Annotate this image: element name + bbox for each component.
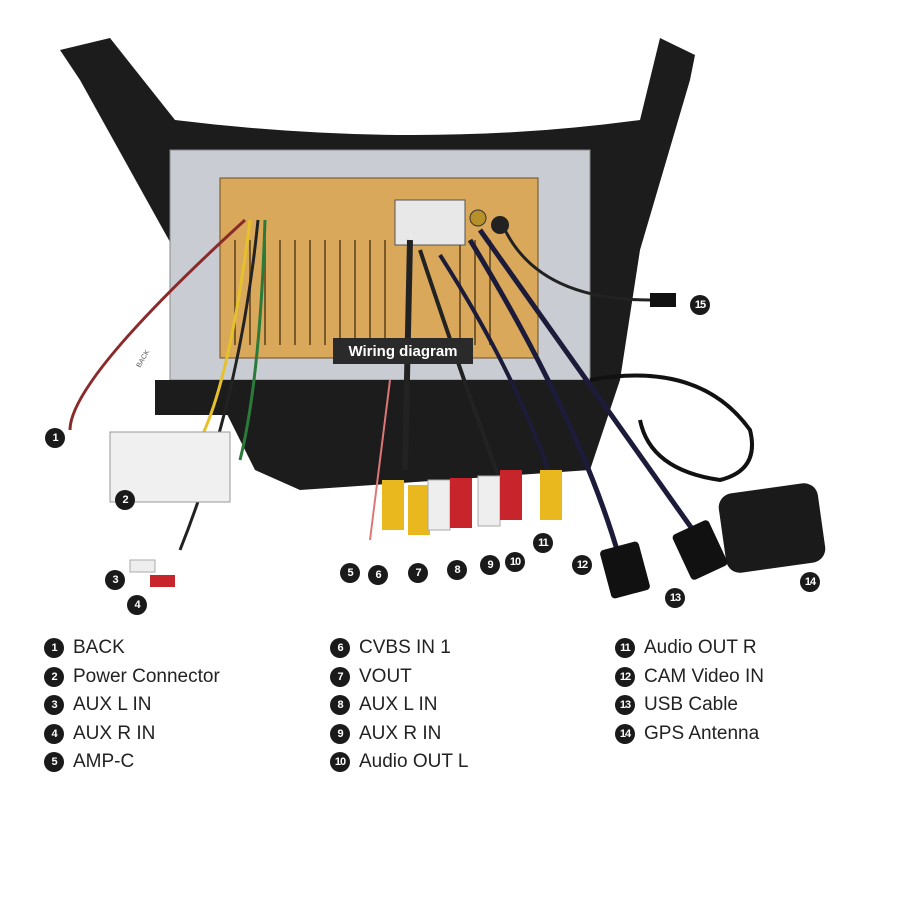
legend-label: Audio OUT R — [644, 637, 757, 659]
legend-item: 2 Power Connector — [44, 663, 220, 692]
legend-item: 4 AUX R IN — [44, 720, 220, 749]
multi-connector — [394, 199, 466, 246]
legend-number: 1 — [44, 638, 64, 659]
legend-number: 5 — [44, 752, 64, 773]
legend-label: Power Connector — [73, 665, 220, 687]
callout-marker: 6 — [368, 565, 388, 585]
legend-item: 12 CAM Video IN — [615, 663, 764, 692]
legend-item: 11 Audio OUT R — [615, 634, 764, 663]
legend-number: 9 — [330, 723, 350, 744]
legend-label: AUX R IN — [359, 722, 442, 744]
wiring-diagram-label: Wiring diagram — [333, 338, 473, 364]
head-unit-illustration: BACK — [60, 38, 826, 599]
callout-marker: 9 — [480, 555, 500, 575]
legend-number: 6 — [330, 638, 350, 659]
callout-marker: 7 — [408, 563, 428, 583]
callout-marker: 10 — [505, 552, 525, 572]
callout-marker: 1 — [45, 428, 65, 448]
legend-label: Audio OUT L — [359, 751, 469, 773]
connector-tag: BACK — [136, 349, 152, 369]
usb-plugs — [600, 520, 728, 599]
legend-column-1: 1 BACK 2 Power Connector 3 AUX L IN 4 AUX R … — [44, 634, 220, 777]
callout-marker: 5 — [340, 563, 360, 583]
callout-marker: 2 — [115, 490, 135, 510]
legend-item: 5 AMP-C — [44, 748, 220, 777]
legend-number: 13 — [615, 695, 635, 716]
pig-tail-plug — [650, 293, 676, 307]
legend-column-2: 6 CVBS IN 1 7 VOUT 8 AUX L IN 9 AUX R IN 10 A… — [330, 634, 468, 777]
legend-number: 7 — [330, 666, 350, 687]
callout-marker: 3 — [105, 570, 125, 590]
callout-marker: 13 — [665, 588, 685, 608]
antenna-port — [469, 209, 487, 227]
legend-number: 12 — [615, 666, 635, 687]
callout-marker: 11 — [533, 533, 553, 553]
legend-label: VOUT — [359, 665, 412, 687]
legend-label: CAM Video IN — [644, 665, 765, 687]
legend-item: 13 USB Cable — [615, 691, 764, 720]
rca-plugs — [129, 470, 562, 587]
legend-label: AUX L IN — [359, 694, 438, 716]
legend-label: USB Cable — [644, 694, 738, 716]
legend-label: GPS Antenna — [644, 722, 760, 744]
power-connector — [109, 431, 231, 503]
legend-item: 3 AUX L IN — [44, 691, 220, 720]
gps-antenna — [718, 483, 826, 573]
legend-number: 11 — [615, 638, 635, 659]
legend-number: 10 — [330, 752, 350, 773]
legend-item: 1 BACK — [44, 634, 220, 663]
callout-marker: 8 — [447, 560, 467, 580]
callout-marker: 14 — [800, 572, 820, 592]
legend-label: CVBS IN 1 — [359, 637, 451, 659]
legend-number: 3 — [44, 695, 64, 716]
legend-number: 14 — [615, 723, 635, 744]
legend-item: 14 GPS Antenna — [615, 720, 764, 749]
legend-item: 8 AUX L IN — [330, 691, 468, 720]
legend-item: 9 AUX R IN — [330, 720, 468, 749]
legend-item: 7 VOUT — [330, 663, 468, 692]
legend-label: AUX R IN — [73, 722, 156, 744]
callout-marker: 15 — [690, 295, 710, 315]
legend-number: 4 — [44, 723, 64, 744]
legend-number: 2 — [44, 666, 64, 687]
legend-item: 10 Audio OUT L — [330, 748, 468, 777]
gps-port — [491, 216, 509, 234]
legend-label: AUX L IN — [73, 694, 152, 716]
legend-item: 6 CVBS IN 1 — [330, 634, 468, 663]
legend-number: 8 — [330, 695, 350, 716]
legend-label: BACK — [73, 637, 125, 659]
legend-label: AMP-C — [73, 751, 135, 773]
callout-marker: 4 — [127, 595, 147, 615]
legend-column-3: 11 Audio OUT R 12 CAM Video IN 13 USB Cable… — [615, 634, 764, 748]
callout-marker: 12 — [572, 555, 592, 575]
